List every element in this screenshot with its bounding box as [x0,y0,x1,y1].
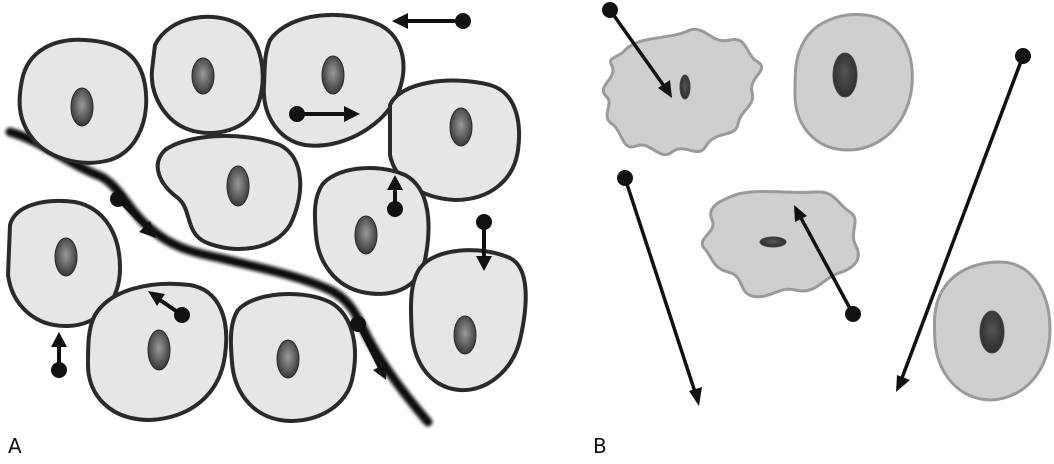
nucleus-b1 [680,75,690,99]
nucleus-a3 [322,56,344,94]
arrow-a7 [51,332,67,378]
arrow-b3 [617,170,702,406]
nucleus-a5 [227,166,249,206]
nucleus-a10 [454,316,476,354]
epithelial-cells [8,15,526,421]
arrow-a1 [392,13,471,29]
panel-b [602,2,1050,406]
nucleus-a1 [71,88,93,126]
nucleus-a9 [277,340,299,378]
nucleus-a6 [355,216,377,254]
nucleus-a7 [55,238,77,276]
nucleus-a2 [192,58,214,94]
panel-label-a: A [8,436,22,456]
nucleus-b4 [980,311,1004,353]
panel-label-b: B [593,436,607,456]
panel-a [8,13,526,422]
nucleus-b3 [833,53,857,97]
arrow-a3 [110,191,156,238]
nucleus-a4 [450,108,472,146]
nucleus-b2 [760,237,786,247]
nucleus-a8 [148,330,170,370]
